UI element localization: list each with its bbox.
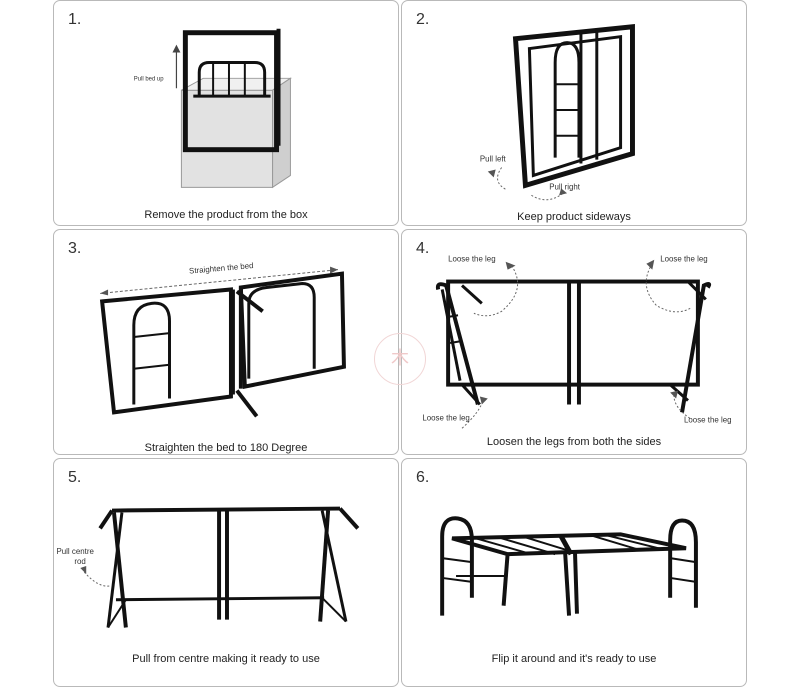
pull-bed-up-label: Pull bed up: [134, 76, 164, 82]
step-5-panel: 5. Pull centre rod Pull from centre maki…: [53, 458, 399, 687]
step-1-illustration: Pull bed up: [134, 28, 293, 189]
pull-right-label: Pull right: [549, 182, 581, 191]
loose-leg-label-top-right: Loose the leg: [660, 255, 707, 264]
watermark-logo: 木: [374, 333, 426, 385]
step-number: 3.: [68, 240, 82, 257]
loose-leg-label-bottom-left: Loose the leg: [422, 413, 469, 422]
step-caption: Pull from centre making it ready to use: [132, 653, 320, 665]
loose-leg-label-bottom-right: Loose the leg: [684, 415, 731, 424]
step-caption: Remove the product from the box: [144, 209, 308, 221]
straighten-label: Straighten the bed: [189, 261, 254, 276]
step-5-illustration: Pull centre rod: [56, 506, 360, 629]
loose-leg-label-top-left: Loose the leg: [448, 255, 495, 264]
step-3-panel: 3. Straighten the bed Straighten the bed…: [53, 229, 399, 455]
step-1-panel: 1. Pull bed up Remove the product from t…: [53, 0, 399, 226]
step-caption: Straighten the bed to 180 Degree: [144, 442, 308, 454]
step-number: 5.: [68, 469, 82, 486]
step-number: 6.: [416, 469, 430, 486]
step-3-illustration: Straighten the bed: [99, 261, 346, 418]
step-2-panel: 2. Pull left Pull right Keep product sid…: [401, 0, 747, 226]
step-number: 1.: [68, 11, 82, 28]
step-6-panel: 6. Flip it around and it's ready to use: [401, 458, 747, 687]
step-number: 2.: [416, 11, 430, 28]
step-6-illustration: [440, 516, 698, 616]
step-caption: Flip it around and it's ready to use: [491, 653, 657, 665]
pull-centre-label: Pull centre: [56, 547, 94, 556]
pull-left-label: Pull left: [480, 155, 507, 164]
rod-label: rod: [74, 557, 85, 566]
step-4-panel: 4. Loose the leg Loose the leg Loose the…: [401, 229, 747, 455]
step-caption: Loosen the legs from both the sides: [486, 436, 662, 448]
step-4-illustration: Loose the leg Loose the leg Loose the le…: [422, 255, 732, 429]
step-caption: Keep product sideways: [517, 211, 631, 223]
step-2-illustration: Pull left Pull right: [480, 24, 635, 201]
step-number: 4.: [416, 240, 430, 257]
